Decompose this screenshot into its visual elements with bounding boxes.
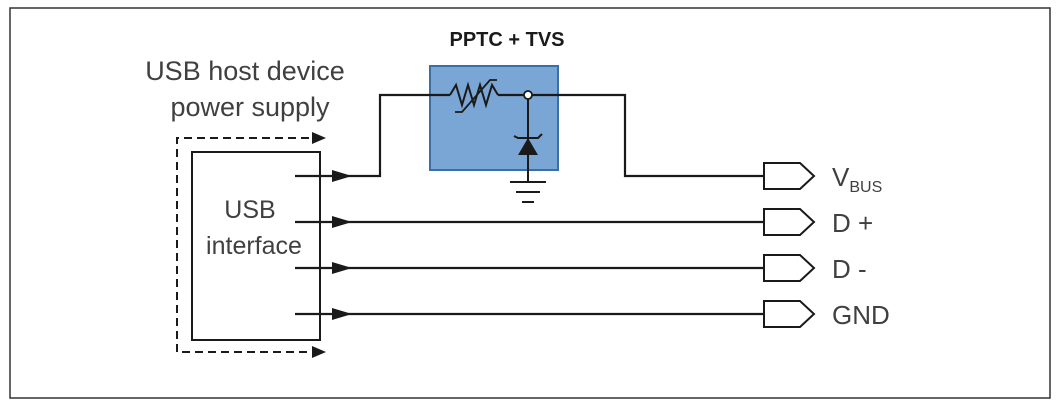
dminus-arrow bbox=[332, 262, 352, 274]
vbus-label-main: V bbox=[832, 162, 850, 192]
dplus-arrow bbox=[332, 216, 352, 228]
interface-label-line2: interface bbox=[206, 232, 302, 260]
gnd-connector-icon bbox=[763, 300, 816, 328]
ptc-resistor-icon bbox=[449, 79, 499, 113]
host-label-line1: USB host device bbox=[145, 56, 345, 86]
host-label-line2: power supply bbox=[170, 92, 330, 122]
vbus-connector-icon bbox=[763, 162, 816, 190]
tvs-diode-icon bbox=[513, 99, 543, 182]
outer-frame bbox=[9, 7, 1051, 399]
vbus-arrow bbox=[332, 170, 352, 182]
gnd-arrow bbox=[332, 308, 352, 320]
dplus-connector-icon bbox=[763, 208, 816, 236]
power-supply-dashed-bracket bbox=[176, 132, 326, 358]
dminus-connector-icon bbox=[763, 254, 816, 282]
dminus-label: D - bbox=[832, 254, 867, 284]
interface-label-line1: USB bbox=[224, 196, 275, 224]
vbus-label: VBUS bbox=[832, 162, 882, 196]
dplus-label: D + bbox=[832, 208, 873, 238]
gnd-label: GND bbox=[832, 300, 890, 330]
vbus-wire-out bbox=[498, 93, 764, 178]
ground-icon bbox=[510, 181, 546, 203]
usb-interface-box bbox=[191, 151, 321, 341]
junction-node bbox=[523, 90, 533, 100]
vbus-label-sub: BUS bbox=[849, 179, 882, 196]
pptc-tvs-block bbox=[429, 65, 559, 171]
diagram-title: PPTC + TVS bbox=[449, 29, 564, 51]
